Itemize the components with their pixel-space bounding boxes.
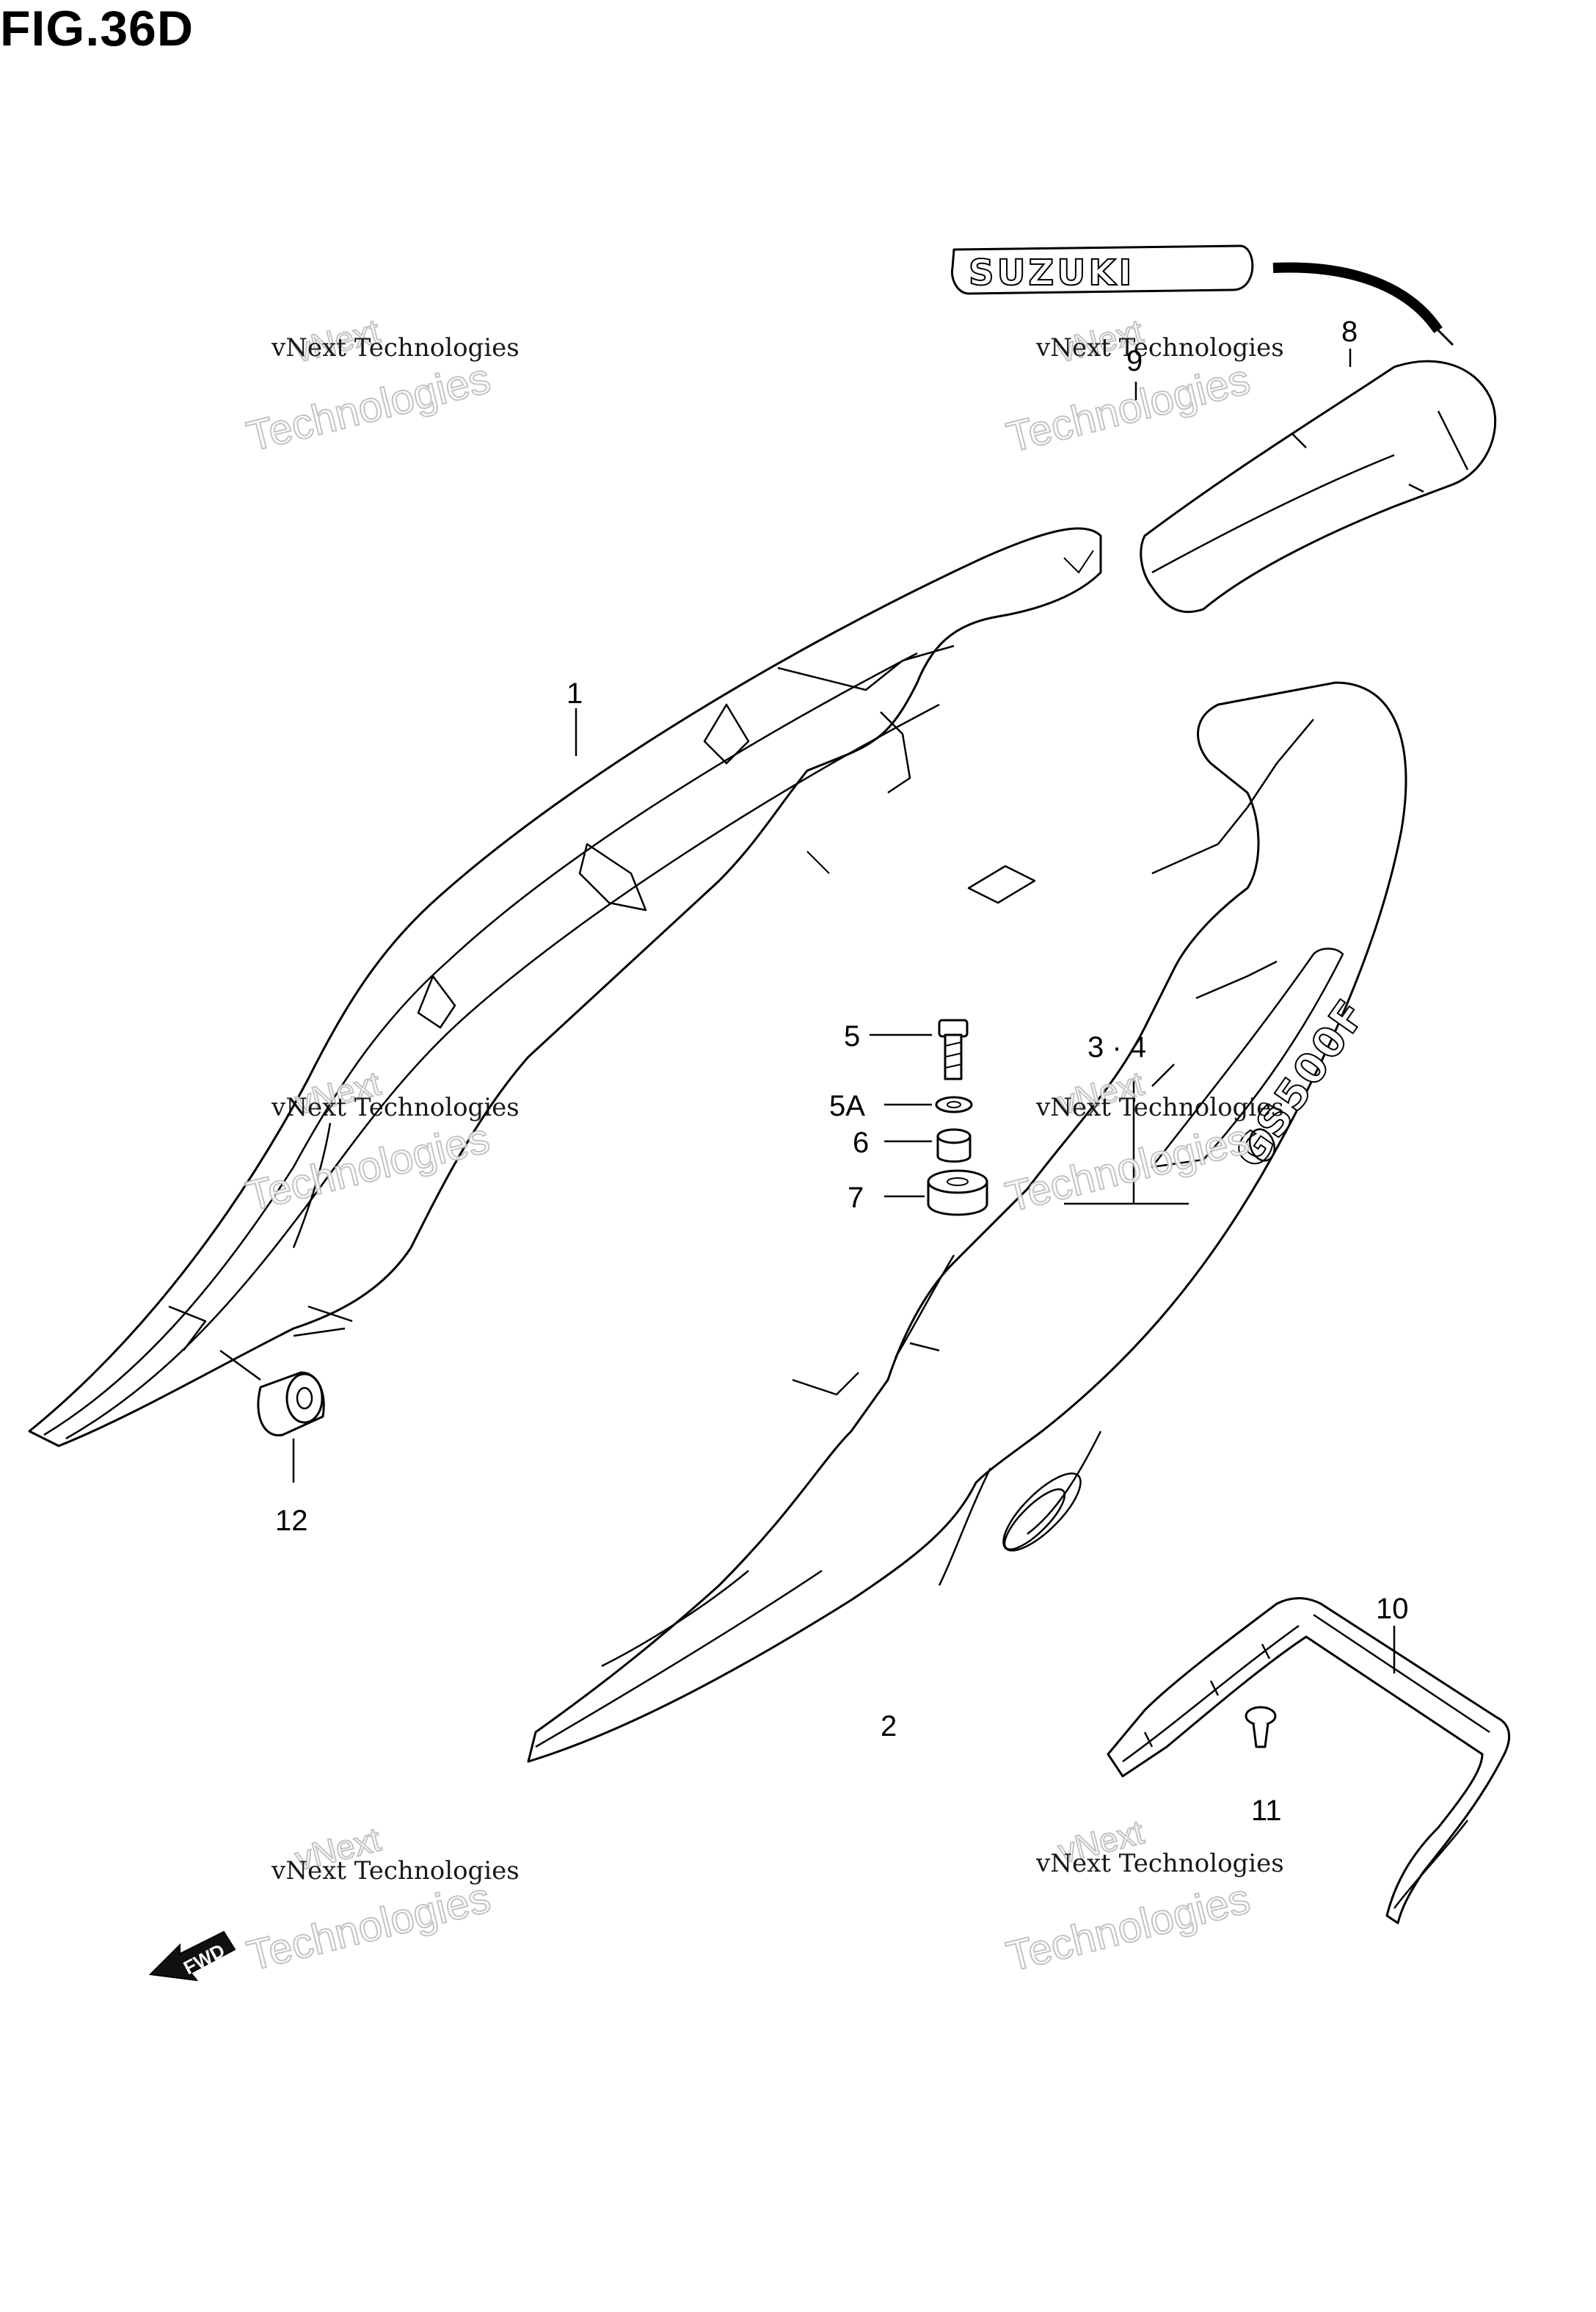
svg-text:vNext Technologies: vNext Technologies: [1035, 333, 1284, 363]
svg-text:vNext Technologies: vNext Technologies: [1035, 1849, 1284, 1878]
callout-5a: 5A: [829, 1090, 865, 1122]
svg-text:vNext Technologies: vNext Technologies: [1035, 1093, 1284, 1122]
part-5a-washer: [935, 1096, 973, 1113]
callout-11: 11: [1251, 1795, 1282, 1827]
svg-text:vNext Technologies: vNext Technologies: [271, 1093, 520, 1122]
part-11-clip: [1245, 1706, 1277, 1748]
svg-text:vNext Technologies: vNext Technologies: [271, 1856, 520, 1886]
part-6-collar: [936, 1128, 972, 1163]
part-9-suzuki-badge: SUZUKI: [950, 244, 1454, 346]
callout-labels: 1 2 3 · 4 5 5A 6 7 8 9 10 11 12: [275, 316, 1409, 1827]
callout-3-4: 3 · 4: [1087, 1031, 1146, 1064]
callout-8: 8: [1341, 316, 1358, 348]
callout-9: 9: [1126, 345, 1143, 377]
callout-7: 7: [848, 1182, 864, 1214]
part-7-cushion: [927, 1169, 988, 1216]
callout-12: 12: [275, 1505, 308, 1537]
callout-2: 2: [881, 1710, 897, 1742]
part-1-left-frame-cover: [28, 527, 1102, 1447]
svg-text:vNext Technologies: vNext Technologies: [271, 333, 520, 363]
part-5-bolt: [938, 1019, 969, 1080]
part-2-right-frame-cover: [527, 681, 1407, 1763]
part-8-tail-cover: [1140, 360, 1497, 614]
callout-1: 1: [566, 677, 583, 710]
svg-text:Technologies: Technologies: [1002, 1875, 1254, 1981]
badge-text: SUZUKI: [969, 252, 1134, 294]
part-12-grommet: [257, 1371, 325, 1437]
watermark-bottom-right: vNext vNext Technologies Technologies: [1001, 1812, 1284, 1982]
callout-5: 5: [844, 1020, 860, 1053]
figure-title: FIG.36D: [0, 1, 194, 57]
svg-text:Technologies: Technologies: [242, 1874, 495, 1980]
watermark-top-left: vNext vNext Technologies Technologies: [241, 311, 520, 462]
fwd-direction-arrow: FWD: [148, 1930, 236, 1982]
callout-10: 10: [1376, 1593, 1409, 1625]
leader-lines: [219, 349, 1396, 1673]
callout-6: 6: [853, 1127, 869, 1159]
part-10-lower-trim: [1107, 1597, 1511, 1924]
svg-text:Technologies: Technologies: [242, 355, 495, 461]
watermark-top-right: vNext vNext Technologies Technologies: [1001, 311, 1284, 462]
watermark-bottom-left: vNext vNext Technologies Technologies: [241, 1820, 520, 1981]
